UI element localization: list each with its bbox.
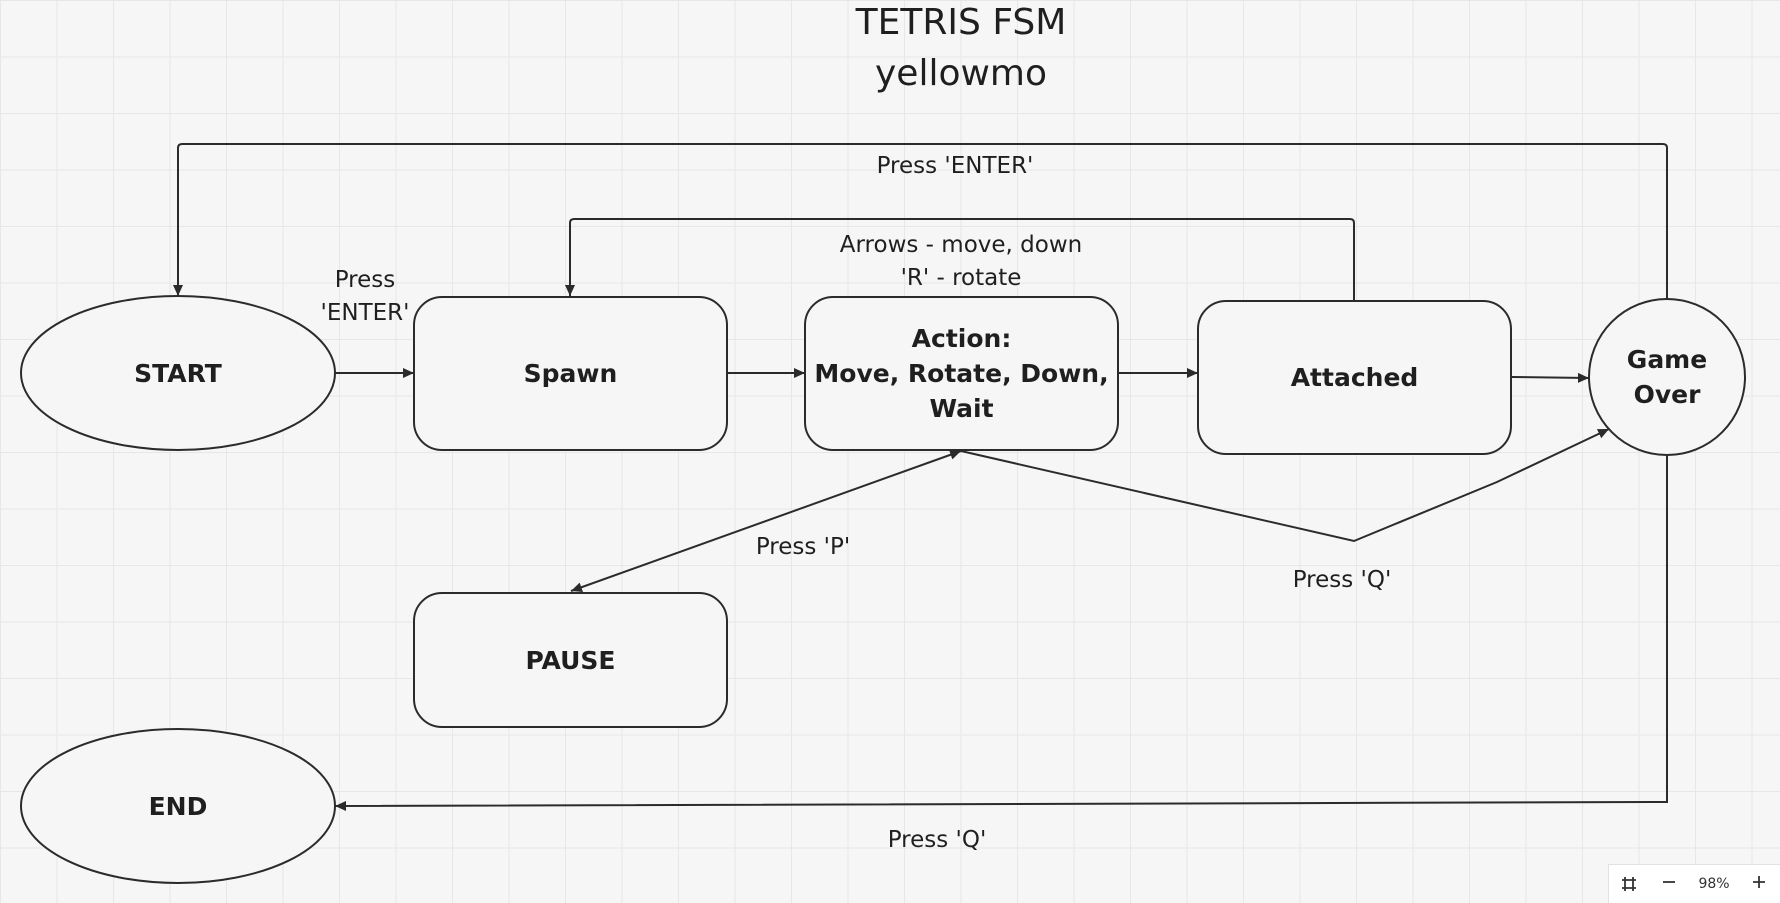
node-action-shape[interactable]	[804, 296, 1119, 451]
edge-attached-to-spawn[interactable]	[565, 218, 1355, 301]
fit-to-screen-icon[interactable]	[1609, 865, 1649, 903]
edge-gameover-to-start[interactable]	[173, 143, 1668, 300]
node-attached-shape[interactable]	[1197, 300, 1512, 455]
edge-action-to-gameover[interactable]	[960, 428, 1610, 543]
node-action-label: Action: Move, Rotate, Down, Wait	[814, 324, 1109, 423]
zoom-out-button[interactable]	[1649, 865, 1689, 903]
edge-label-action-pause: Press 'P'	[755, 534, 851, 560]
edge-label-start-to-spawn: Press 'ENTER'	[320, 267, 410, 326]
edge-gameover-to-end[interactable]	[334, 455, 1668, 811]
edge-attached-to-gameover[interactable]	[1510, 372, 1590, 383]
node-start-label: START	[134, 358, 222, 388]
edge-label-restart: Press 'ENTER'	[876, 153, 1034, 179]
node-start-shape[interactable]	[20, 295, 336, 451]
node-attached-label: Attached	[1290, 363, 1419, 392]
node-spawn-label: Spawn	[523, 359, 618, 388]
edge-label-action-quit: Press 'Q'	[1292, 567, 1392, 593]
node-game-over-shape[interactable]	[1588, 298, 1746, 456]
node-spawn-shape[interactable]	[413, 296, 728, 451]
node-end-label: END	[148, 791, 208, 821]
diagram-subtitle: yellowmo	[874, 53, 1048, 94]
diagram-title: TETRIS FSM	[855, 2, 1067, 43]
edge-label-attached-to-spawn: Arrows - move, down 'R' - rotate	[839, 232, 1083, 291]
edge-label-gameover-to-end: Press 'Q'	[887, 827, 987, 853]
node-pause-shape[interactable]	[413, 592, 728, 728]
edge-action-pause[interactable]	[570, 450, 962, 592]
node-end-shape[interactable]	[20, 728, 336, 884]
node-game-over-label: Game Over	[1626, 345, 1708, 409]
zoom-in-button[interactable]	[1739, 865, 1779, 903]
minus-icon	[1661, 874, 1677, 894]
zoom-toolbar: 98%	[1608, 864, 1780, 903]
plus-icon	[1751, 874, 1767, 894]
node-pause-label: PAUSE	[525, 645, 616, 675]
zoom-level: 98%	[1698, 876, 1730, 892]
